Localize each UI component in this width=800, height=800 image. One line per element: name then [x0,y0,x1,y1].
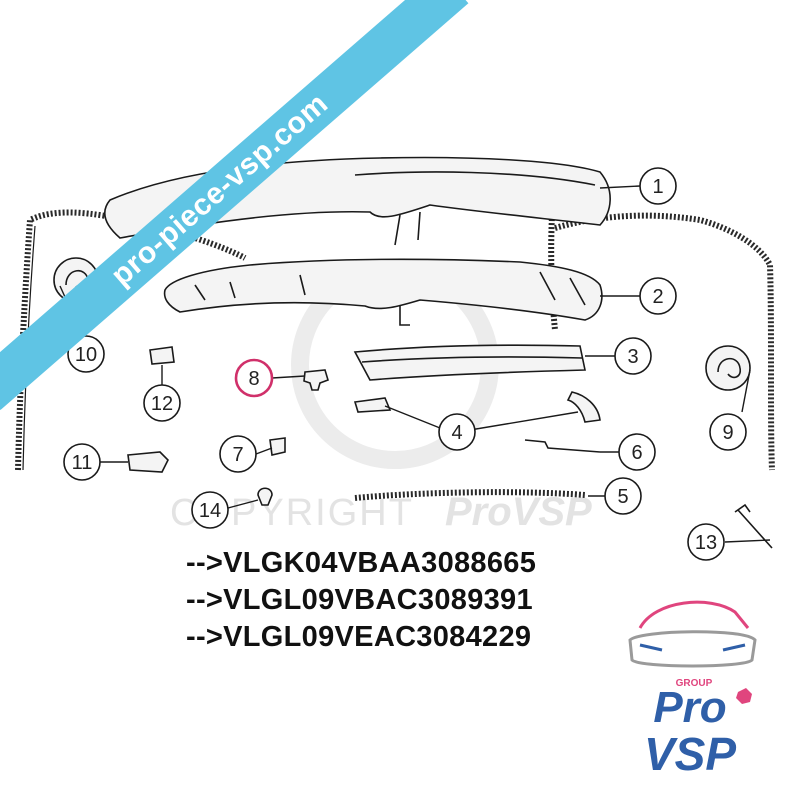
leader-14 [227,499,259,509]
vin-reference: -->VLGK04VBAA3088665 [186,547,537,579]
callout-label: 12 [151,393,173,415]
part-2-dash-panel [163,258,603,326]
callout-11: 11 [63,443,101,481]
leader-13 [724,539,771,543]
callout-1: 1 [639,167,677,205]
callout-label: 14 [199,500,221,522]
callout-6: 6 [618,433,656,471]
right-seal-inner [548,214,558,331]
end-cap-left [353,397,392,413]
part-6-bracket [524,439,601,453]
part-14-push-pin [257,487,273,506]
callout-label: 13 [695,532,717,554]
logo-car-body [628,630,757,668]
callout-circle [219,435,257,473]
trim-strip-shape [353,344,586,381]
part-7-clip [269,437,286,456]
logo-group-text: GROUP [676,678,713,689]
vin-reference: -->VLGL09VBAC3089391 [186,584,533,616]
callout-label: 6 [631,442,642,464]
callout-label: 2 [652,286,663,308]
right-seal [554,212,775,471]
callout-2: 2 [639,277,677,315]
callout-4: 4 [438,413,476,451]
leader-1 [599,185,641,189]
callout-8-highlighted: 8 [234,358,274,398]
callout-circle [63,443,101,481]
callout-10: 10 [67,335,105,373]
part-13-stay [734,503,773,549]
callout-12: 12 [143,384,181,422]
grommet-right-inner [717,357,742,379]
callout-14: 14 [191,491,229,529]
leader-4 [384,405,579,431]
part-3-trim-strip [353,344,586,381]
callout-circle [618,433,656,471]
callout-circle [67,335,105,373]
callout-circle [639,167,677,205]
callout-label: 1 [652,176,663,198]
callout-circle [234,358,274,398]
vin-reference-list: -->VLGK04VBAA3088665 -->VLGL09VBAC308939… [186,545,536,656]
callout-5: 5 [604,477,642,515]
callout-label: 8 [248,368,259,390]
dash-panel-shape [163,258,603,321]
dash-panel-tab [399,305,410,326]
logo-brand-top: Pro [653,683,726,732]
logo-hex-mark [736,688,752,704]
callout-circle [438,413,476,451]
callout-label: 5 [617,486,628,508]
dash-panel-ribs [194,271,586,306]
upper-cover-ridge [354,171,596,186]
end-cap-right [566,391,601,423]
logo-brand-bottom: VSP [644,728,736,780]
logo-car-lights [639,643,746,652]
leader-7 [255,447,273,455]
callout-circle [604,477,642,515]
part-8-fastener [303,369,329,391]
callout-7: 7 [219,435,257,473]
callout-circle [191,491,229,529]
part-4-end-caps [353,391,601,423]
part-9-grommet [705,345,751,391]
callout-13: 13 [687,523,725,561]
watermark-brand-text: ProVSP [445,490,592,534]
callout-label: 11 [72,452,93,474]
callout-3: 3 [614,337,652,375]
callout-circle [687,523,725,561]
grommet-right-ring [705,345,751,391]
vin-reference: -->VLGL09VEAC3084229 [186,621,532,653]
callout-label: 4 [451,422,462,444]
part-12-pad [149,346,175,365]
fastener-shape [303,369,329,391]
callout-circle [639,277,677,315]
callout-circle [143,384,181,422]
provsp-logo: GROUP Pro VSP [628,600,757,780]
trim-strip-line [361,356,583,363]
leader-8 [271,375,306,379]
callout-circle [614,337,652,375]
callout-circle [709,413,747,451]
part-11-bracket [127,451,169,473]
callout-label: 10 [75,344,97,366]
part-5-foam-strip [354,489,586,501]
callout-9: 9 [709,413,747,451]
logo-car-roof [638,600,750,629]
upper-cover-tabs [394,211,421,246]
callout-label: 3 [627,346,638,368]
callout-label: 7 [232,444,243,466]
callout-label: 9 [722,422,733,444]
leader-9 [741,369,751,413]
